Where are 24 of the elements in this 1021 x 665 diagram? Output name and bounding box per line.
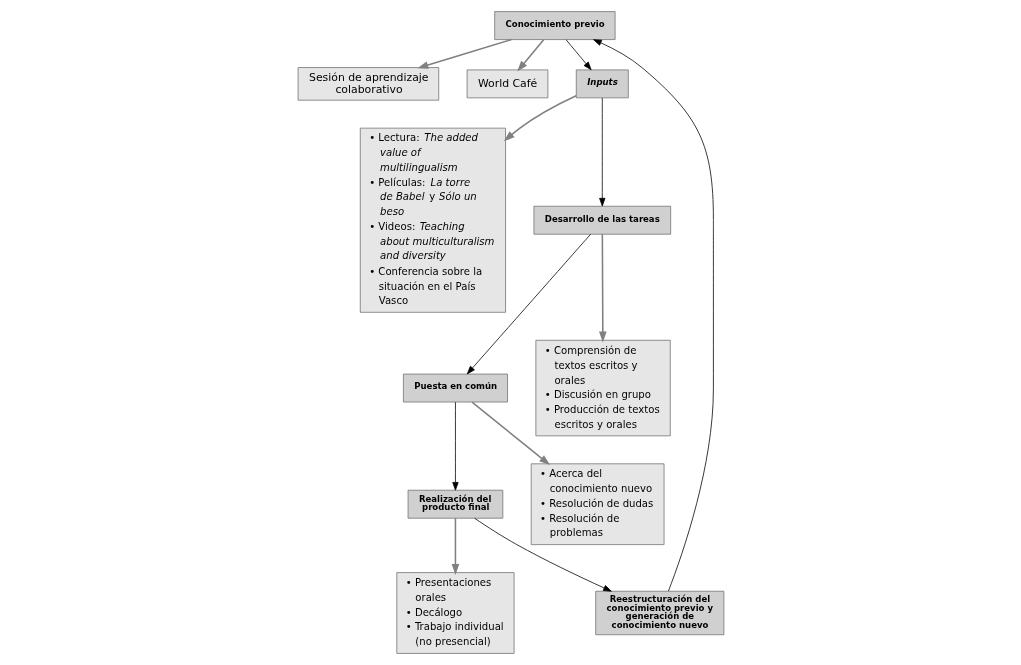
- arrow: [516, 39, 544, 72]
- node-box: • Acerca del conocimiento nuevo • Resolución de dudas • Resolución de problemas: [530, 463, 664, 545]
- node-box: Desarrollo de las tareas: [533, 205, 671, 235]
- arrow: [416, 38, 512, 69]
- arrow: [503, 95, 577, 142]
- arrow: [592, 39, 714, 592]
- arrow: [473, 517, 612, 592]
- node-box: Conocimiento previo: [493, 11, 615, 40]
- arrow: [466, 233, 591, 375]
- node-box: Realización del producto final: [407, 489, 503, 519]
- node-box: Sesión de aprendizaje colaborativo: [297, 67, 439, 101]
- node-box: • Presentaciones orales • Decálogo • Trabajo individual (no presencial): [395, 572, 514, 654]
- arrow: [598, 233, 607, 343]
- arrow: [451, 401, 459, 491]
- node-box: Reestructuración del conocimiento previo y generación de conocimiento nuevo: [594, 590, 724, 636]
- arrow: [598, 97, 605, 207]
- node-box: • Comprensión de textos escritos y orales • Discusión en grupo • Producción de textos escritos y orales: [534, 339, 671, 437]
- node-box: World Café: [466, 69, 548, 99]
- arrow: [565, 39, 592, 71]
- node-box: • Lectura: The added value of multilingualism • Películas: La torre de Babel y Sólo un beso • Videos: Teaching about multiculturalism and diversity • Conferencia sobre la situación en el País Vasco: [359, 127, 506, 313]
- arrow: [451, 517, 459, 575]
- node-box: Inputs: [575, 69, 629, 99]
- arrow: [470, 401, 550, 466]
- node-box: Puesta en común: [402, 373, 508, 403]
